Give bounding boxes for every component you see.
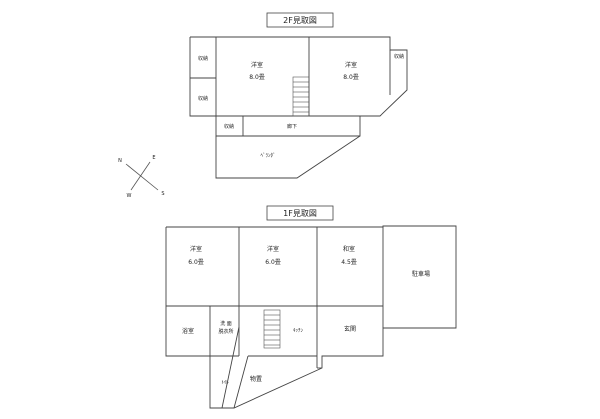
stairs-2f [292, 76, 310, 117]
room-label-storage: 収納 [394, 53, 404, 60]
floor-1-outline [165, 225, 457, 409]
room-label-japanese: 和室 [343, 245, 355, 253]
room-label-washroom: 脱衣所 [218, 328, 233, 335]
stairs-1f-treads [264, 314, 280, 346]
room-label-bathroom: 浴室 [182, 327, 194, 335]
veranda-outline [215, 135, 361, 179]
floor-2-plan: 2F見取図 収納 収納 洋室 8.0畳 洋室 8 [189, 12, 408, 179]
room-label-storage: 収納 [198, 55, 208, 62]
room-label-western: 洋室 [251, 61, 263, 69]
room-label-storage: 収納 [224, 123, 234, 130]
room-label-storage: 収納 [198, 95, 208, 102]
compass-south: S [161, 191, 164, 197]
floor-2-title: 2F見取図 [283, 16, 317, 25]
room-label-parking: 駐車場 [412, 270, 430, 278]
room-label-entrance: 玄関 [344, 325, 356, 333]
compass-axis [125, 163, 159, 191]
room-label-western: 洋室 [345, 61, 357, 69]
room-label-toilet: ﾄｲﾚ [221, 380, 229, 386]
floor-2-outline [189, 36, 408, 137]
floor-1-title-box [266, 205, 334, 221]
compass: N E W S [118, 155, 164, 199]
compass-axis [130, 161, 151, 191]
compass-east: E [152, 155, 155, 161]
room-label-kitchen: ｷｯﾁﾝ [293, 328, 304, 334]
floor-2-title-box [266, 12, 334, 28]
room-size-label: 6.0畳 [188, 259, 204, 266]
floor-1-plan: 1F見取図 洋室 6.0畳 [165, 205, 457, 409]
room-label-veranda: ﾍﾞﾗﾝﾀﾞ [260, 152, 275, 159]
wall [221, 326, 240, 409]
room-label-storeroom: 物置 [250, 375, 262, 383]
stairs-2f-treads [293, 81, 309, 113]
wall [233, 355, 249, 409]
floor-1-title: 1F見取図 [283, 209, 317, 218]
room-size-label: 8.0畳 [343, 74, 359, 81]
room-label-washroom: 洗 面 [220, 320, 232, 327]
room-label-hallway: 廊下 [287, 123, 297, 130]
room-size-label: 6.0畳 [265, 259, 281, 266]
compass-west: W [127, 193, 132, 199]
room-size-label: 4.5畳 [341, 259, 357, 266]
room-size-label: 8.0畳 [249, 74, 265, 81]
compass-north: N [118, 158, 122, 164]
room-label-western: 洋室 [267, 245, 279, 253]
room-label-western: 洋室 [190, 245, 202, 253]
stairs-1f [263, 309, 281, 349]
